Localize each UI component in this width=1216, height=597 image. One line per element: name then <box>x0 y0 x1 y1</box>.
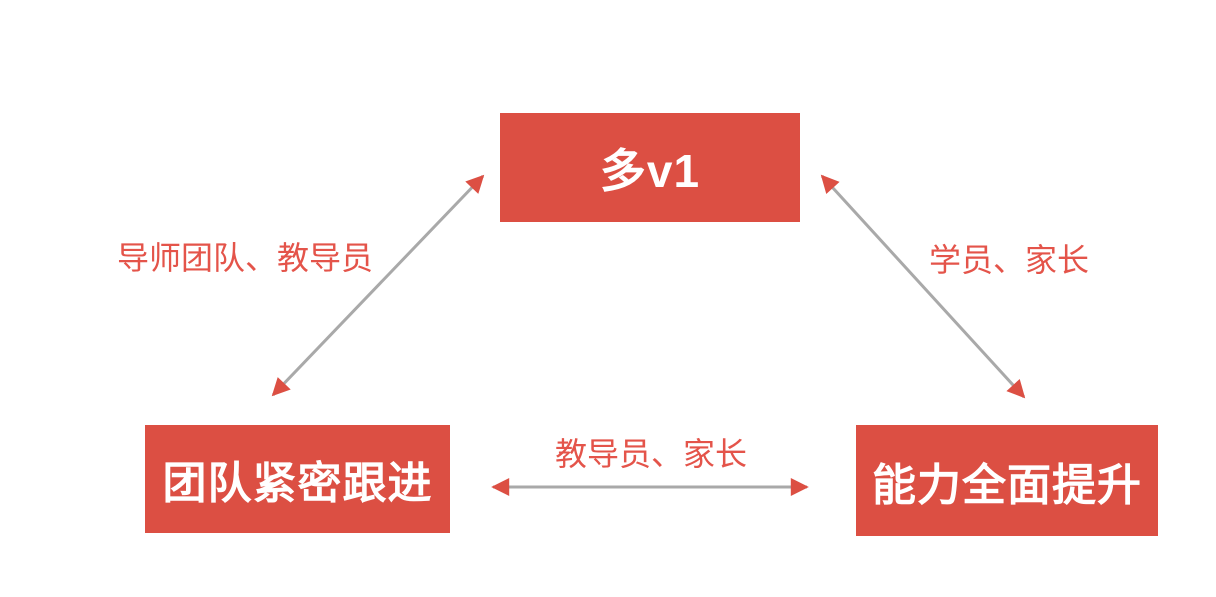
node-bottom-right-label: 能力全面提升 <box>872 460 1142 510</box>
arrow-top-to-bottom-right <box>820 174 1026 399</box>
edge-label-bottom-left-to-bottom-right: 教导员、家长 <box>554 436 747 472</box>
edge-label-top-to-bottom-left: 导师团队、教导员 <box>116 240 373 276</box>
node-top: 多v1 <box>500 113 800 222</box>
node-bottom-left-label: 团队紧密跟进 <box>162 459 433 508</box>
arrow-top-to-bottom-left <box>271 174 485 397</box>
edge-label-top-to-bottom-right: 学员、家长 <box>928 242 1089 278</box>
node-bottom-left: 团队紧密跟进 <box>145 425 450 533</box>
node-top-label: 多v1 <box>599 144 701 197</box>
node-bottom-right: 能力全面提升 <box>856 425 1158 536</box>
